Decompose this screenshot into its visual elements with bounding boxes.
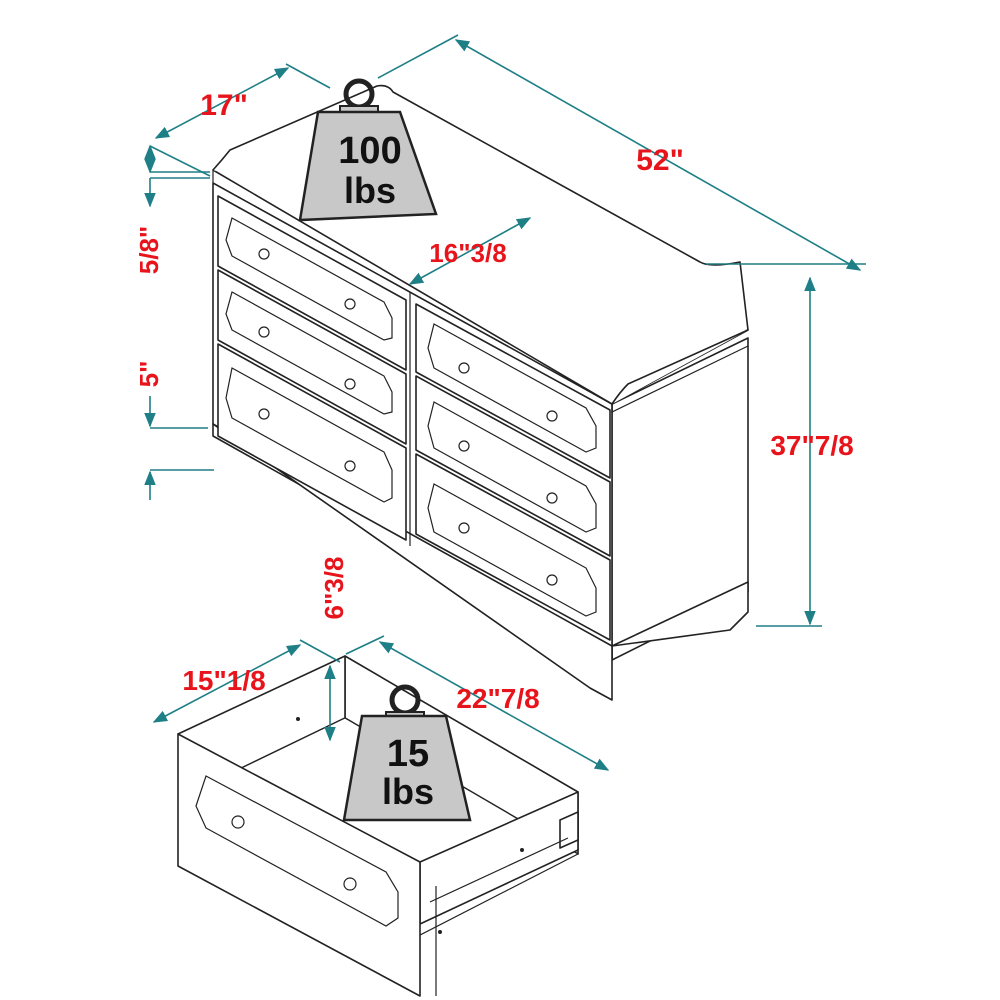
knob xyxy=(258,326,270,338)
drawer-height-label: 6"3/8 xyxy=(319,557,349,620)
knob xyxy=(546,574,558,586)
base-height-label: 5" xyxy=(134,361,164,388)
knob xyxy=(231,815,245,829)
knob xyxy=(258,408,270,420)
drawer-dimension-lines xyxy=(152,635,610,771)
drawer-front xyxy=(217,343,407,541)
knob xyxy=(344,460,356,472)
inner-width-label: 16"3/8 xyxy=(429,238,506,268)
drawer-depth-label: 22"7/8 xyxy=(456,683,539,714)
knob xyxy=(258,248,270,260)
knob xyxy=(458,362,470,374)
weight-icon xyxy=(298,78,438,222)
knob xyxy=(546,410,558,422)
drawer-front xyxy=(415,303,611,479)
knob xyxy=(343,877,357,891)
weight-icon xyxy=(342,684,472,822)
drawer-width-label: 15"1/8 xyxy=(182,665,265,696)
top-rail-label: 5/8" xyxy=(134,226,164,274)
height-label: 37"7/8 xyxy=(770,430,853,461)
knob xyxy=(344,298,356,310)
dresser-illustration xyxy=(212,84,749,701)
drawer-weight-unit: lbs xyxy=(382,771,434,812)
dresser-base xyxy=(212,423,613,701)
knob xyxy=(344,378,356,390)
drawer-front xyxy=(415,375,611,557)
left-drawers xyxy=(217,195,407,541)
weight-capacity-number: 100 xyxy=(338,130,401,172)
weight-capacity-unit: lbs xyxy=(344,170,396,211)
knob xyxy=(458,522,470,534)
drawer-weight-number: 15 xyxy=(387,733,429,775)
width-label: 52" xyxy=(636,144,684,177)
depth-label: 17" xyxy=(200,89,248,122)
drawer-front-panel xyxy=(177,733,421,997)
right-drawers xyxy=(415,303,611,641)
dresser-dimension-lines xyxy=(144,34,866,627)
knob xyxy=(546,492,558,504)
knob xyxy=(458,440,470,452)
